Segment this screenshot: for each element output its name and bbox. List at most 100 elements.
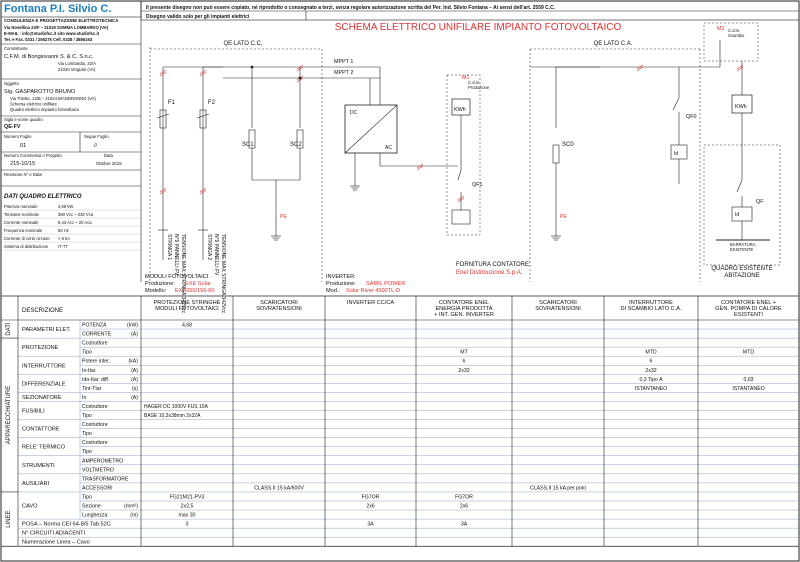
table-cell: HAGER DC 1000V FUS 10A xyxy=(144,404,209,410)
company-address: Via Novellina 23/F – 21019 SOMMA LOMBARD… xyxy=(4,25,109,30)
conductor-mark xyxy=(199,189,207,195)
conductor-mark xyxy=(416,165,424,171)
fuse-icon xyxy=(196,113,210,119)
table-cell: 0,03 xyxy=(743,377,753,383)
qf0-label: QF0 xyxy=(686,114,696,120)
column-header: GEN. POMPA DI CALORE xyxy=(715,306,782,312)
string-label: N°9 PANNELLI FV xyxy=(213,234,219,276)
table-description-label: DESCRIZIONE xyxy=(22,308,63,314)
notice-box xyxy=(140,0,800,21)
row-sub-label: Tint-Ttar xyxy=(82,386,102,392)
subject-line: Quadro elettrico impianto fotovoltaico xyxy=(10,107,80,112)
panel-label: Sigla e nome quadro xyxy=(4,117,43,122)
date-label: Data xyxy=(104,153,114,158)
inverter-dc-label: DC xyxy=(350,110,358,116)
conductor-mark xyxy=(199,69,207,75)
table-cell: 4,68 xyxy=(182,323,192,329)
side-apparecchiature-label: APPARECCHIATURE xyxy=(6,386,12,444)
table-cell: FG7OR xyxy=(455,494,473,500)
row-sub-label: Potere inter. xyxy=(82,359,110,365)
row-unit-label: (A) xyxy=(131,332,138,338)
fuse-icon xyxy=(156,113,170,119)
row-sub-label: Idn-Itar. diff. xyxy=(82,377,109,383)
table-cell: 2x32 xyxy=(645,368,656,374)
row-group-label: RELE' TERMICO xyxy=(22,445,66,451)
conductor-mark xyxy=(636,64,644,70)
inverter-model-label: Mod.: xyxy=(326,288,340,294)
qe-ca-label: QE LATO C.A. xyxy=(594,41,633,47)
row-unit-label: (kW) xyxy=(127,323,138,329)
m2-label: M2 xyxy=(717,26,725,32)
row-sub-label: Tipo xyxy=(82,431,92,437)
table-cell: CLASS.II 15 kA per polo xyxy=(530,485,586,491)
string-label: TENSIONE MAX STRINGA 342Vcc xyxy=(220,234,226,314)
copyright-notice: Il presente disegno non può essere copia… xyxy=(146,5,556,11)
table-cell: 2x6 xyxy=(366,504,374,510)
row-unit-label: (A) xyxy=(131,395,138,401)
row-group-label: INTERRUTTORE xyxy=(22,363,66,369)
column-header: SCARICATORI xyxy=(539,300,577,306)
conductor-mark xyxy=(636,66,644,72)
subject-line: Schema elettrico unifilare xyxy=(10,102,58,107)
table-cell: 3 xyxy=(186,522,189,528)
fuse-icon xyxy=(159,109,167,129)
row-sub-label: CORRENTE xyxy=(82,332,112,338)
kwh-label: KWh xyxy=(735,104,747,110)
f1-fuse-label: F1 xyxy=(168,100,176,106)
inverter-prod: SAMIL POWER xyxy=(366,281,405,287)
string-label: TENSIONE MAX STRINGA 342Vcc xyxy=(180,234,186,314)
param-label: Tensione nominale xyxy=(4,212,40,217)
row-sub-label: Tipo xyxy=(82,350,92,356)
param-value: 50 Hz xyxy=(58,228,69,233)
qf-label: QF xyxy=(756,199,764,205)
m1-label: M1 xyxy=(462,75,470,81)
breaker-id-icon xyxy=(451,209,471,225)
row-unit-label: (kA) xyxy=(128,359,138,365)
table-cell: FG21M21-PV3 xyxy=(170,494,205,500)
row-sub-label: Costruttore xyxy=(82,404,108,410)
column-header: SCARICATORI xyxy=(260,300,298,306)
barratura-label: ESISTENTE xyxy=(730,247,753,252)
moduli-model-label: Modello: xyxy=(145,288,167,294)
row-group-label: CAVO xyxy=(22,504,38,510)
pe-label: PE xyxy=(280,214,287,220)
order-no: 215-10/15 xyxy=(10,161,35,167)
client-address: Via Lombardia, 32/A xyxy=(58,61,96,66)
kwh-label: KWh xyxy=(454,107,466,113)
quadro-esistente-label: ABITAZIONE xyxy=(724,273,759,279)
conductor-mark xyxy=(416,163,424,169)
param-label: Corrente di corto circuito xyxy=(4,236,50,241)
param-label: Frequenza nominale xyxy=(4,228,43,233)
moduli-model: EXP260/156-60 xyxy=(175,288,215,294)
breaker-icon xyxy=(457,169,462,181)
moduli-label: MODULI FOTOVOLTAICI xyxy=(145,274,209,280)
row-group-label: CONTATTORE xyxy=(22,427,60,433)
company-subtitle: CONSULENZA E PROGETTAZIONE ELETTROTECNIC… xyxy=(4,18,119,23)
column-header: SOVRATENSIONI xyxy=(256,306,302,312)
row-unit-label: (A) xyxy=(131,377,138,383)
table-cell: FG7OR xyxy=(362,494,380,500)
row-group-label: Numerazione Linea – Cavo xyxy=(22,540,90,546)
string-label: STRINGA 2 xyxy=(206,234,212,260)
row-group-label: AUSILIARI xyxy=(22,481,49,487)
table-cell: MTD xyxy=(645,350,656,356)
client-name: C.F.M. di Bongiovanni S. & C. S.n.c. xyxy=(4,54,94,60)
m2-sub: Scambio xyxy=(728,33,745,38)
m1-sub: Produzione xyxy=(468,85,490,90)
table-cell: 0,3 Tipo A xyxy=(639,377,663,383)
table-cell: 2x2,5 xyxy=(181,504,194,510)
column-header: INTERRUTTORE xyxy=(629,300,673,306)
quadro-esistente-label: QUADRO ESISTENTE xyxy=(711,266,772,272)
qe-cc-label: QE LATO C.C. xyxy=(223,41,262,47)
fornitura-label: FORNITURA CONTATORE: xyxy=(456,262,531,268)
conductor-mark xyxy=(199,187,207,193)
table-cell: 2x6 xyxy=(460,504,468,510)
junction-dot xyxy=(250,65,254,69)
inverter-ac-label: AC xyxy=(385,145,392,151)
m2-sub: C.d.m. xyxy=(728,28,740,33)
barratura-label: BARRATURA xyxy=(730,242,756,247)
conductor-mark xyxy=(159,71,167,77)
pe-label: PE xyxy=(560,214,567,220)
table-cell: ISTANTANEO xyxy=(732,386,764,392)
table-cell: BASE 10,3x38mm 2x32A xyxy=(144,413,201,419)
